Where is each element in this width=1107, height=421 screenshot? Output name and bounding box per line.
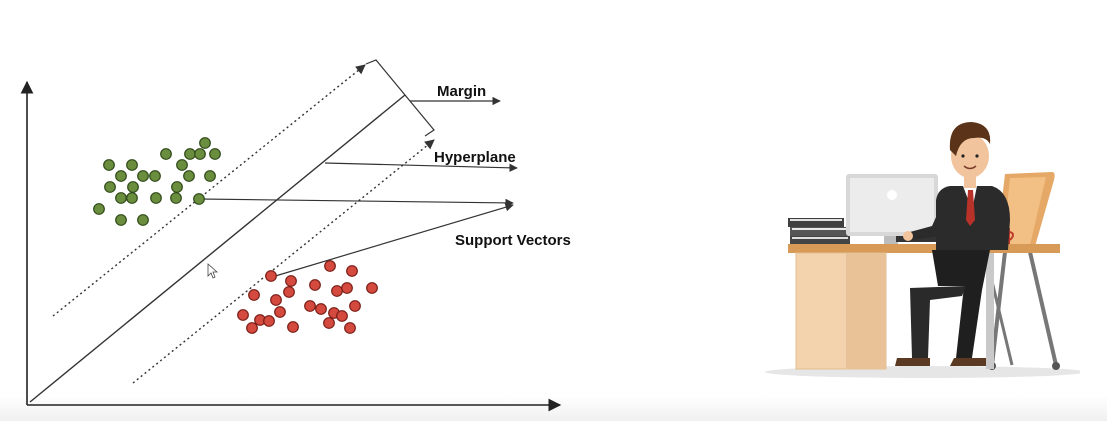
red-point <box>336 310 348 322</box>
green-point <box>199 137 211 149</box>
books-icon <box>788 218 850 244</box>
green-point <box>103 159 115 171</box>
green-point <box>126 192 138 204</box>
green-point <box>184 148 196 160</box>
red-point <box>366 282 378 294</box>
green-point <box>93 203 105 215</box>
green-point <box>160 148 172 160</box>
margin-bracket <box>365 59 435 137</box>
red-support-vector <box>265 270 277 282</box>
red-point <box>324 260 336 272</box>
red-point <box>344 322 356 334</box>
green-point <box>183 170 195 182</box>
green-point <box>115 214 127 226</box>
green-point <box>149 170 161 182</box>
red-point <box>263 315 275 327</box>
red-point <box>246 322 258 334</box>
lower-margin-line <box>132 139 435 384</box>
red-class-points <box>237 260 378 334</box>
businessman-illustration <box>765 122 1080 378</box>
red-point <box>270 294 282 306</box>
green-point <box>137 170 149 182</box>
green-point <box>194 148 206 160</box>
red-point <box>323 317 335 329</box>
hyperplane-pointer <box>324 162 518 173</box>
red-point <box>283 286 295 298</box>
red-point <box>304 300 316 312</box>
green-point <box>115 170 127 182</box>
red-point <box>287 321 299 333</box>
red-point <box>331 285 343 297</box>
green-point <box>137 214 149 226</box>
red-point <box>346 265 358 277</box>
green-class-points <box>93 137 221 226</box>
monitor-icon <box>846 174 938 244</box>
desk-icon <box>788 244 1060 370</box>
person-icon <box>895 122 1010 366</box>
support-vector-pointer-red <box>271 203 514 278</box>
green-point <box>126 159 138 171</box>
red-point <box>237 309 249 321</box>
red-point <box>341 282 353 294</box>
red-point <box>309 279 321 291</box>
green-point <box>171 181 183 193</box>
red-point <box>274 306 286 318</box>
red-point <box>315 303 327 315</box>
green-point <box>127 181 139 193</box>
hyperplane-line <box>29 94 406 403</box>
support-vector-pointer-green <box>199 198 514 208</box>
green-point <box>115 192 127 204</box>
red-point <box>285 275 297 287</box>
green-point <box>204 170 216 182</box>
green-point <box>150 192 162 204</box>
support-vectors-label: Support Vectors <box>455 232 571 249</box>
red-point <box>248 289 260 301</box>
margin-label: Margin <box>437 83 486 100</box>
hyperplane-label: Hyperplane <box>434 149 516 166</box>
green-point <box>209 148 221 160</box>
svm-diagram: Margin Hyperplane Support Vectors <box>20 59 571 412</box>
red-point <box>349 300 361 312</box>
upper-margin-line <box>52 64 366 317</box>
green-point <box>170 192 182 204</box>
mouse-cursor-icon <box>207 263 219 279</box>
green-support-vector <box>193 193 205 205</box>
green-point <box>176 159 188 171</box>
green-point <box>104 181 116 193</box>
